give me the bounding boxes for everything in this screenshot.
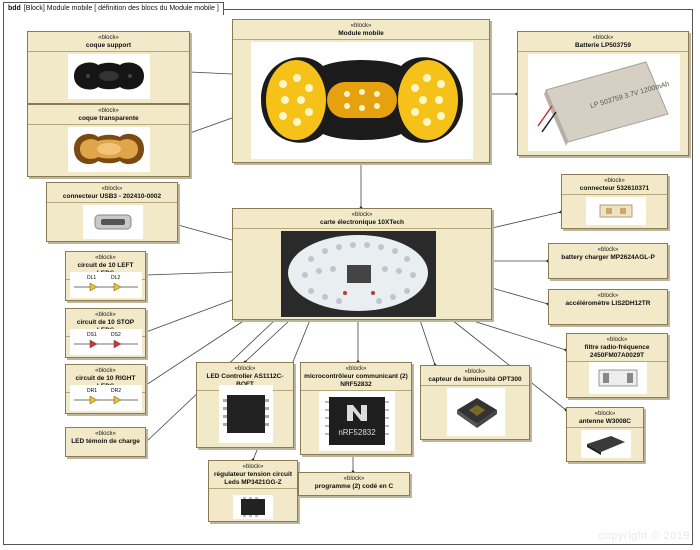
diagram-header-tab: bdd[Block] Module mobile [ définition de… xyxy=(3,2,224,15)
block-filtre-rf[interactable]: «block»filtre radio-fréquence 2450FM07A0… xyxy=(566,333,668,398)
assoc-coque-support xyxy=(187,70,233,75)
block-name: LED témoin de charge xyxy=(71,438,140,445)
block-name: connecteur 532610371 xyxy=(579,185,650,192)
connecteur2-image xyxy=(586,197,646,225)
block-accelerometre[interactable]: «block»accéléromètre LIS2DH12TR xyxy=(548,289,668,325)
block-name: coque transparente xyxy=(78,115,139,122)
assoc-capteur xyxy=(419,319,437,368)
right-leds-schematic: DR1 DR2 xyxy=(70,385,142,411)
block-name: Module mobile xyxy=(338,30,384,37)
led-label: DR2 xyxy=(111,388,121,394)
assoc-left xyxy=(143,271,233,277)
stereotype: «block» xyxy=(98,108,119,114)
stereotype: «block» xyxy=(597,293,619,299)
left-leds-schematic: DL1 DL2 xyxy=(70,272,142,298)
stereotype: «block» xyxy=(343,476,365,482)
stereotype: «block» xyxy=(95,255,116,261)
led-label: DS1 xyxy=(87,332,97,338)
stereotype: «block» xyxy=(597,247,619,253)
block-capteur-luminosite[interactable]: «block»capteur de luminosité OPT300 xyxy=(420,365,530,440)
stereotype: «block» xyxy=(351,212,373,218)
block-programme[interactable]: «block»programme (2) codé en C xyxy=(298,472,410,496)
stereotype: «block» xyxy=(95,431,116,437)
stereotype: «block» xyxy=(606,337,628,343)
block-coque-support[interactable]: «block»coque support xyxy=(27,31,190,104)
block-batterie[interactable]: «block»Batterie LP503759 LP 503759 3.7V … xyxy=(517,31,689,156)
block-coque-transparente[interactable]: «block»coque transparente xyxy=(27,104,190,177)
led-label: DL2 xyxy=(111,275,120,281)
block-antenne[interactable]: «block»antenne W3008C xyxy=(566,407,644,462)
block-led-controller[interactable]: «block»LED Controller AS1112C-BQFT xyxy=(196,362,294,448)
block-module-mobile[interactable]: «block»Module mobile xyxy=(232,19,490,163)
stereotype: «block» xyxy=(604,178,625,184)
stereotype: «block» xyxy=(594,411,616,417)
stereotype: «block» xyxy=(464,369,486,375)
block-name: antenne W3008C xyxy=(578,418,632,425)
led-label: DR1 xyxy=(87,388,97,394)
assoc-coque-transparente xyxy=(187,117,233,135)
regulateur-image xyxy=(233,495,273,519)
stereotype: «block» xyxy=(242,464,264,470)
block-name: coque support xyxy=(85,42,132,49)
assoc-ledctrl xyxy=(243,319,291,364)
stereotype: «block» xyxy=(98,35,119,41)
assoc-accel xyxy=(491,287,551,306)
block-name: microcontrôleur communicant (2) NRF52832 xyxy=(304,373,408,388)
led-label: DL1 xyxy=(87,275,96,281)
stereotype: «block» xyxy=(95,368,116,374)
filtre-rf-image xyxy=(589,362,647,394)
block-connecteur-usb[interactable]: «block»connecteur USB3 - 202410-0002 xyxy=(46,182,178,242)
copyright-watermark: copyright © 2019 xyxy=(598,530,690,542)
block-microcontroleur[interactable]: «block»microcontrôleur communicant (2) N… xyxy=(300,362,412,455)
block-led-temoin[interactable]: «block»LED témoin de charge xyxy=(65,427,146,457)
antenne-image xyxy=(581,430,631,458)
micro-image: nRF52832 xyxy=(319,391,395,451)
block-name: programme (2) codé en C xyxy=(314,483,394,490)
block-battery-charger[interactable]: «block»battery charger MP2624AGL-P xyxy=(548,243,668,279)
assoc-right xyxy=(143,319,246,387)
assoc-filtre xyxy=(469,319,569,352)
batterie-image: LP 503759 3.7V 1200mAh xyxy=(528,54,680,151)
assoc-connecteur2 xyxy=(491,210,564,229)
block-regulateur[interactable]: «block»régulateur tension circuit Leds M… xyxy=(208,460,298,522)
block-name: accéléromètre LIS2DH12TR xyxy=(565,300,651,307)
carte-image xyxy=(281,231,436,317)
stereotype: «block» xyxy=(350,23,372,29)
module-mobile-image xyxy=(251,42,473,159)
diagram-kind: bdd xyxy=(8,5,21,12)
stereotype: «block» xyxy=(95,312,116,318)
diagram-frame xyxy=(3,9,693,545)
stereotype: «block» xyxy=(234,366,256,372)
stop-leds-schematic: DS1 DS2 xyxy=(70,329,142,355)
stereotype: «block» xyxy=(345,366,367,372)
coque-transparente-image xyxy=(68,127,150,172)
capteur-image xyxy=(447,388,505,436)
diagram-title: [Block] Module mobile [ définition des b… xyxy=(23,5,219,12)
block-name: régulateur tension circuit Leds MP3421GG… xyxy=(213,471,293,486)
stereotype: «block» xyxy=(101,186,123,192)
chip-label: nRF52832 xyxy=(338,428,376,437)
led-label: DS2 xyxy=(111,332,121,338)
block-name: carte électronique 10XTech xyxy=(319,219,405,226)
assoc-stop xyxy=(143,299,233,334)
block-name: LED Controller AS1112C-BQFT xyxy=(206,373,284,388)
led-controller-image xyxy=(219,385,273,443)
block-name: filtre radio-fréquence 2450FM07A0029T xyxy=(584,344,650,359)
block-name: Batterie LP503759 xyxy=(574,42,631,49)
block-name: battery charger MP2624AGL-P xyxy=(561,254,655,261)
block-name: capteur de luminosité OPT300 xyxy=(428,376,522,383)
coque-support-image xyxy=(68,54,150,99)
block-carte-electronique[interactable]: «block»carte électronique 10XTech xyxy=(232,208,492,320)
stereotype: «block» xyxy=(592,35,614,41)
block-name: connecteur USB3 - 202410-0002 xyxy=(62,193,162,200)
block-connecteur-532610371[interactable]: «block»connecteur 532610371 xyxy=(561,174,668,229)
assoc-usb xyxy=(175,223,233,241)
connecteur-usb-image xyxy=(83,205,143,239)
